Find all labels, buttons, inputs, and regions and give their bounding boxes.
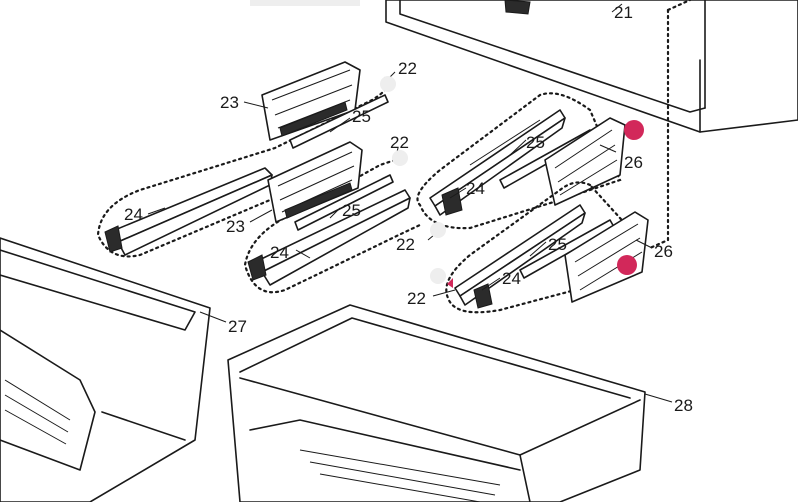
callout-25: 25 (352, 107, 371, 126)
callout-26: 26 (654, 242, 673, 261)
callout-24: 24 (466, 179, 485, 198)
hotspot-marker-icon[interactable] (624, 120, 644, 140)
callout-22: 22 (390, 133, 409, 152)
callout-28: 28 (674, 396, 693, 415)
small-arrow-icon (447, 278, 453, 288)
rail-assembly-middle-left (243, 141, 422, 294)
callout-23: 23 (220, 93, 239, 112)
crisper-drawer-right (227, 304, 646, 502)
callout-23: 23 (226, 217, 245, 236)
callout-25: 25 (342, 201, 361, 220)
rail-assembly-right-upper (416, 92, 626, 230)
callout-27: 27 (228, 317, 247, 336)
callout-25: 25 (526, 133, 545, 152)
rail-assembly-right-lower (445, 181, 649, 314)
callout-21: 21 (614, 3, 633, 22)
fridge-cabinet (250, 0, 798, 250)
callout-25: 25 (548, 235, 567, 254)
callout-26: 26 (624, 153, 643, 172)
callout-labels: 21 22 23 25 22 23 25 24 24 25 24 26 22 2… (124, 3, 693, 415)
callout-22: 22 (407, 289, 426, 308)
callout-22: 22 (398, 59, 417, 78)
callout-22: 22 (396, 235, 415, 254)
callout-24: 24 (502, 269, 521, 288)
callout-24: 24 (270, 243, 289, 262)
callout-24: 24 (124, 205, 143, 224)
crisper-drawer-left (0, 237, 211, 502)
faint-markers (380, 76, 446, 284)
hotspot-marker-icon[interactable] (617, 255, 637, 275)
rail-assembly-upper-left (96, 61, 390, 258)
